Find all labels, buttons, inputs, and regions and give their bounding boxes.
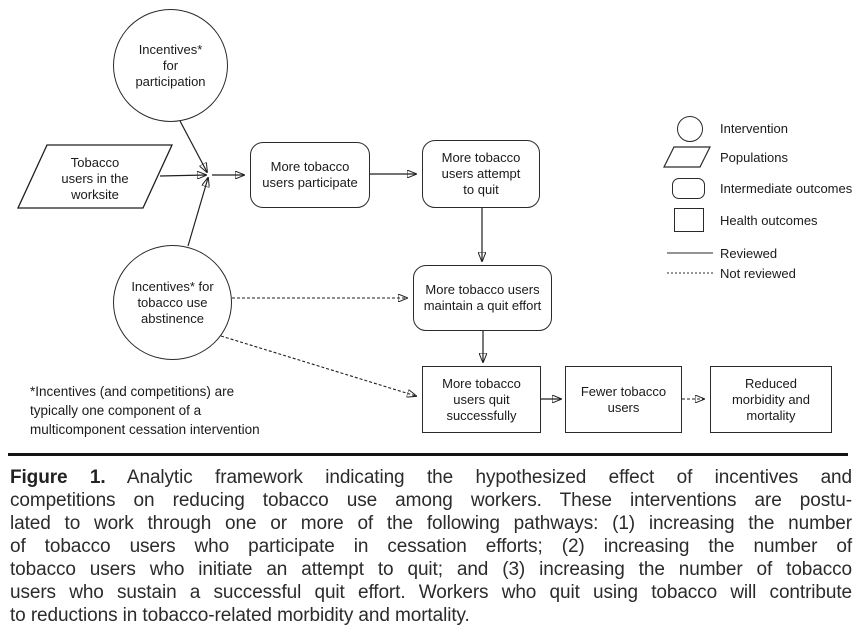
legend-item-populations: Populations xyxy=(663,146,788,168)
legend-label: Reviewed xyxy=(720,245,778,261)
rect-icon xyxy=(674,208,704,232)
legend-label: Not reviewed xyxy=(720,265,796,281)
caption-line: lated to work through one or more of the… xyxy=(10,513,852,534)
node-label: Incentives* for tobacco use abstinence xyxy=(131,278,214,326)
legend-item-not-reviewed: Not reviewed xyxy=(663,264,796,282)
node-label: Reduced morbidity and mortality xyxy=(731,375,811,423)
caption-line: to reductions in tobacco-related morbidi… xyxy=(10,605,470,626)
legend-icon-cell xyxy=(663,208,713,232)
rounded-rect-icon xyxy=(672,178,705,199)
caption-line: of tobacco users who participate in cess… xyxy=(10,536,852,557)
connector-lines-layer xyxy=(16,120,863,455)
caption-text: Analytic framework indicating the hypoth… xyxy=(126,467,852,488)
node-label: Tobacco users in the worksite xyxy=(61,155,129,202)
caption-line: competitions on reducing tobacco use amo… xyxy=(10,490,852,511)
caption-line: Figure 1. Analytic framework indicating … xyxy=(10,466,852,489)
dashed-arrow-abstinence-to-quit xyxy=(220,335,416,396)
legend-icon-cell xyxy=(663,264,713,282)
node-incentives-for-participation: Incentives* for participation xyxy=(113,9,228,122)
arrow-incentives-participation-to-junction xyxy=(179,120,207,172)
legend-label: Intervention xyxy=(720,121,788,136)
caption-line: users who sustain a successful quit effo… xyxy=(10,582,852,603)
legend-icon-cell xyxy=(663,178,713,199)
legend-icon-cell xyxy=(663,115,713,142)
node-label: More tobacco users attempt to quit xyxy=(441,150,521,197)
node-label: More tobacco users quit successfully xyxy=(442,375,521,423)
figure-caption: Figure 1. Analytic framework indicating … xyxy=(10,466,852,627)
populations-parallelogram-shape xyxy=(16,144,174,209)
node-label: Incentives* for participation xyxy=(135,41,206,89)
solid-line-icon xyxy=(667,252,713,254)
node-more-users-quit-successfully: More tobacco users quit successfully xyxy=(422,366,541,433)
node-more-users-maintain-quit-effort: More tobacco users maintain a quit effor… xyxy=(413,265,552,331)
arrow-worksite-to-junction xyxy=(159,175,206,176)
circle-icon xyxy=(677,115,703,142)
caption-line: tobacco users who initiate an attempt to… xyxy=(10,559,852,580)
node-label: More tobacco users participate xyxy=(262,159,358,190)
node-fewer-tobacco-users: Fewer tobacco users xyxy=(565,366,682,433)
legend-icon-cell xyxy=(663,244,713,262)
legend-item-reviewed: Reviewed xyxy=(663,244,777,262)
figure-label: Figure 1. xyxy=(10,467,106,488)
parallelogram-icon xyxy=(663,146,711,168)
legend-label: Health outcomes xyxy=(720,212,818,228)
legend-icon-cell xyxy=(663,146,713,168)
node-incentives-tobacco-abstinence: Incentives* for tobacco use abstinence xyxy=(113,245,232,360)
caption-divider-rule xyxy=(8,453,848,456)
node-label: More tobacco users maintain a quit effor… xyxy=(423,282,542,313)
node-tobacco-users-worksite: Tobacco users in the worksite xyxy=(30,150,160,208)
legend-item-intermediate-outcomes: Intermediate outcomes xyxy=(663,178,852,199)
node-label: Fewer tobacco users xyxy=(580,383,667,415)
node-reduced-morbidity-mortality: Reduced morbidity and mortality xyxy=(710,366,832,433)
legend-label: Intermediate outcomes xyxy=(720,181,853,196)
footnote: *Incentives (and competitions) are typic… xyxy=(30,384,260,437)
node-more-users-attempt-quit: More tobacco users attempt to quit xyxy=(422,140,540,208)
node-more-users-participate: More tobacco users participate xyxy=(250,142,370,208)
arrow-incentives-abstinence-to-junction xyxy=(187,178,208,247)
dashed-line-icon xyxy=(667,272,713,274)
legend-item-intervention: Intervention xyxy=(663,115,788,142)
legend-item-health-outcomes: Health outcomes xyxy=(663,208,818,232)
legend-label: Populations xyxy=(720,149,788,165)
